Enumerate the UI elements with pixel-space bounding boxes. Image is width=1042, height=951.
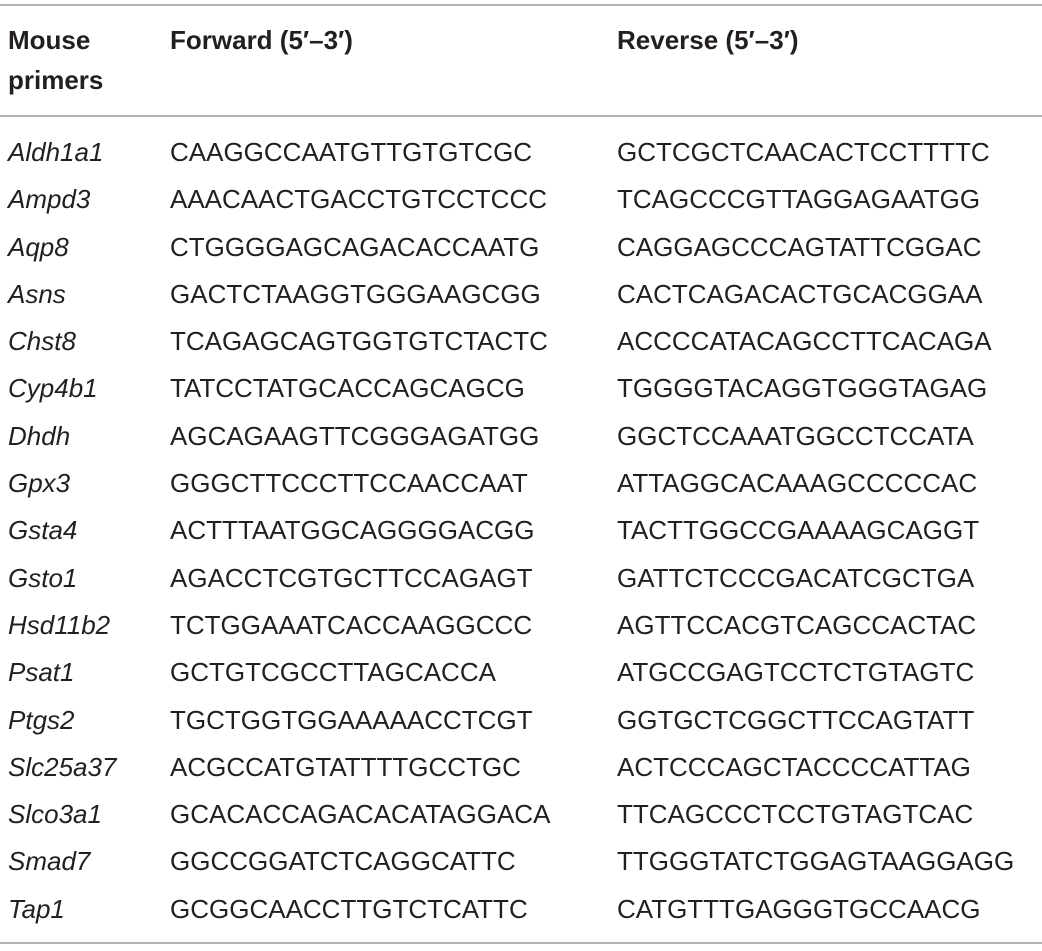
header-reverse: Reverse (5′–3′): [617, 25, 799, 55]
table-row: Cyp4b1 TATCCTATGCACCAGCAGCG TGGGGTACAGGTGG…: [0, 365, 1042, 412]
table-row: Aldh1a1 CAAGGCCAATGTTGTGTCGC GCTCGCTCAACAC…: [0, 129, 1042, 176]
forward-primer-cell: GGGCTTCCCTTCCAACCAAT: [170, 468, 528, 499]
forward-primer-cell: TCAGAGCAGTGGTGTCTACTC: [170, 326, 548, 357]
gene-name-cell: Psat1: [8, 657, 75, 688]
table-row: Gsto1 AGACCTCGTGCTTCCAGAGT GATTCTCCCGACATC…: [0, 555, 1042, 602]
forward-primer-cell: GCTGTCGCCTTAGCACCA: [170, 657, 496, 688]
reverse-primer-cell: ATTAGGCACAAAGCCCCCAC: [617, 468, 978, 499]
table-header-rule: [0, 115, 1042, 117]
table-row: Ptgs2 TGCTGGTGGAAAAACCTCGT GGTGCTCGGCTTCCA…: [0, 697, 1042, 744]
gene-name-cell: Tap1: [8, 893, 65, 924]
reverse-primer-cell: TTCAGCCCTCCTGTAGTCAC: [617, 799, 974, 830]
gene-name-cell: Slc25a37: [8, 751, 117, 782]
gene-name-cell: Aqp8: [8, 231, 69, 262]
table-bottom-rule: [0, 942, 1042, 944]
table-row: Dhdh AGCAGAAGTTCGGGAGATGG GGCTCCAAATGGCCTC…: [0, 413, 1042, 460]
gene-name-cell: Cyp4b1: [8, 373, 98, 404]
reverse-primer-cell: ACTCCCAGCTACCCCATTAG: [617, 751, 971, 782]
reverse-primer-cell: AGTTCCACGTCAGCCACTAC: [617, 609, 977, 640]
reverse-primer-cell: GATTCTCCCGACATCGCTGA: [617, 562, 975, 593]
reverse-primer-cell: TACTTGGCCGAAAAGCAGGT: [617, 515, 980, 546]
gene-name-cell: Hsd11b2: [8, 609, 111, 640]
forward-primer-cell: GCACACCAGACACATAGGACA: [170, 799, 551, 830]
gene-name-cell: Gsta4: [8, 515, 78, 546]
forward-primer-cell: TCTGGAAATCACCAAGGCCC: [170, 609, 533, 640]
table-body: Aldh1a1 CAAGGCCAATGTTGTGTCGC GCTCGCTCAACAC…: [0, 129, 1042, 933]
table-row: Psat1 GCTGTCGCCTTAGCACCA ATGCCGAGTCCTCTGTA…: [0, 649, 1042, 696]
gene-name-cell: Ptgs2: [8, 704, 75, 735]
reverse-primer-cell: ACCCCATACAGCCTTCACAGA: [617, 326, 992, 357]
reverse-primer-cell: CACTCAGACACTGCACGGAA: [617, 278, 983, 309]
gene-name-cell: Asns: [8, 278, 66, 309]
forward-primer-cell: TATCCTATGCACCAGCAGCG: [170, 373, 525, 404]
reverse-primer-cell: ATGCCGAGTCCTCTGTAGTC: [617, 657, 975, 688]
reverse-primer-cell: TGGGGTACAGGTGGGTAGAG: [617, 373, 988, 404]
gene-name-cell: Aldh1a1: [8, 137, 104, 167]
table-row: Aqp8 CTGGGGAGCAGACACCAATG CAGGAGCCCAGTATTC…: [0, 224, 1042, 271]
reverse-primer-cell: GGCTCCAAATGGCCTCCATA: [617, 420, 974, 451]
forward-primer-cell: GACTCTAAGGTGGGAAGCGG: [170, 278, 541, 309]
reverse-primer-cell: GCTCGCTCAACACTCCTTTTC: [617, 137, 990, 167]
table-row: Tap1 GCGGCAACCTTGTCTCATTC CATGTTTGAGGGTGCC…: [0, 886, 1042, 933]
forward-primer-cell: GGCCGGATCTCAGGCATTC: [170, 846, 516, 877]
gene-name-cell: Gpx3: [8, 468, 71, 499]
reverse-primer-cell: CATGTTTGAGGGTGCCAACG: [617, 893, 981, 924]
table-header: Mouse primers Forward (5′–3′) Reverse (5…: [0, 20, 1042, 110]
forward-primer-cell: AGACCTCGTGCTTCCAGAGT: [170, 562, 533, 593]
table-row: Asns GACTCTAAGGTGGGAAGCGG CACTCAGACACTGCAC…: [0, 271, 1042, 318]
forward-primer-cell: ACGCCATGTATTTTGCCTGC: [170, 751, 521, 782]
gene-name-cell: Gsto1: [8, 562, 78, 593]
gene-name-cell: Dhdh: [8, 420, 71, 451]
header-gene: Mouse primers: [8, 25, 104, 95]
gene-name-cell: Ampd3: [8, 184, 91, 215]
table-row: Ampd3 AAACAACTGACCTGTCCTCCC TCAGCCCGTTAGGA…: [0, 176, 1042, 223]
table-row: Gsta4 ACTTTAATGGCAGGGGACGG TACTTGGCCGAAAAG…: [0, 507, 1042, 554]
forward-primer-cell: CAAGGCCAATGTTGTGTCGC: [170, 137, 533, 167]
table-row: Slc25a37 ACGCCATGTATTTTGCCTGC ACTCCCAGCTAC…: [0, 744, 1042, 791]
forward-primer-cell: ACTTTAATGGCAGGGGACGG: [170, 515, 535, 546]
table-row: Gpx3 GGGCTTCCCTTCCAACCAAT ATTAGGCACAAAGCCC…: [0, 460, 1042, 507]
table-top-rule: [0, 4, 1042, 6]
forward-primer-cell: GCGGCAACCTTGTCTCATTC: [170, 893, 528, 924]
reverse-primer-cell: CAGGAGCCCAGTATTCGGAC: [617, 231, 982, 262]
forward-primer-cell: TGCTGGTGGAAAAACCTCGT: [170, 704, 533, 735]
table-row: Slco3a1 GCACACCAGACACATAGGACA TTCAGCCCTCCT…: [0, 791, 1042, 838]
gene-name-cell: Slco3a1: [8, 799, 102, 830]
forward-primer-cell: CTGGGGAGCAGACACCAATG: [170, 231, 540, 262]
forward-primer-cell: AGCAGAAGTTCGGGAGATGG: [170, 420, 540, 451]
table-row: Hsd11b2 TCTGGAAATCACCAAGGCCC AGTTCCACGTCAG…: [0, 602, 1042, 649]
gene-name-cell: Smad7: [8, 846, 91, 877]
forward-primer-cell: AAACAACTGACCTGTCCTCCC: [170, 184, 548, 215]
table-row: Chst8 TCAGAGCAGTGGTGTCTACTC ACCCCATACAGCCT…: [0, 318, 1042, 365]
reverse-primer-cell: TTGGGTATCTGGAGTAAGGAGG: [617, 846, 1015, 877]
table-row: Smad7 GGCCGGATCTCAGGCATTC TTGGGTATCTGGAGTA…: [0, 838, 1042, 885]
reverse-primer-cell: GGTGCTCGGCTTCCAGTATT: [617, 704, 975, 735]
reverse-primer-cell: TCAGCCCGTTAGGAGAATGG: [617, 184, 981, 215]
header-forward: Forward (5′–3′): [170, 25, 353, 55]
gene-name-cell: Chst8: [8, 326, 76, 357]
